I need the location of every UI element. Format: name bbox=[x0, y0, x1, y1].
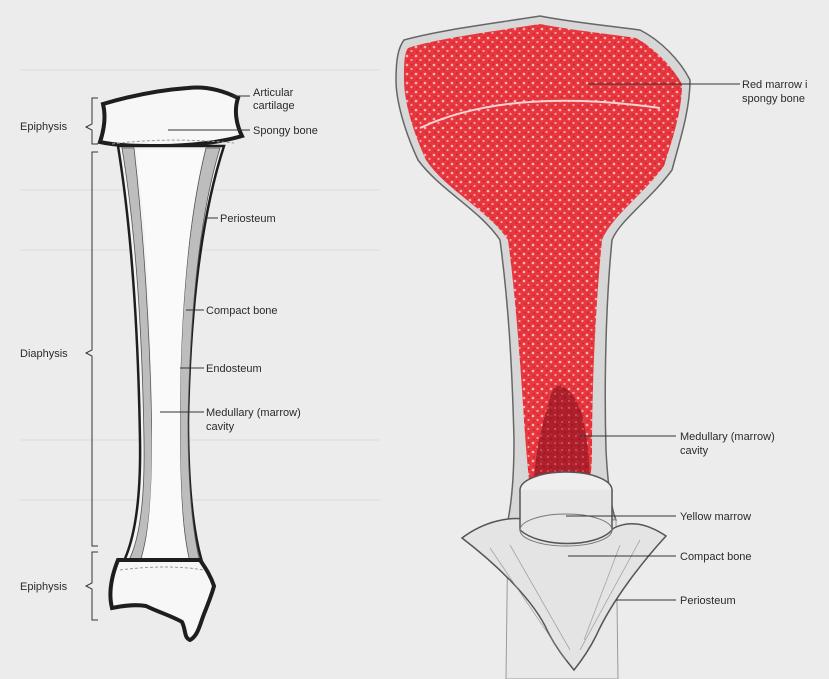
bracket-epiphysis-bottom bbox=[86, 552, 98, 620]
label-red-marrow-1: Red marrow i bbox=[742, 79, 807, 91]
label-medullary-1: Medullary (marrow) bbox=[206, 407, 301, 419]
label-periosteum: Periosteum bbox=[220, 213, 276, 225]
long-bone-figure: Epiphysis Diaphysis Epiphysis Articular … bbox=[20, 87, 318, 640]
label-epiphysis-top: Epiphysis bbox=[20, 121, 68, 133]
bone-cross-section-figure: Red marrow i spongy bone Medullary (marr… bbox=[396, 16, 807, 679]
red-marrow-region bbox=[404, 24, 682, 490]
label-compact-bone: Compact bone bbox=[206, 305, 278, 317]
label-medullary-right-1: Medullary (marrow) bbox=[680, 431, 775, 443]
proximal-epiphysis bbox=[100, 87, 242, 146]
label-medullary-2: cavity bbox=[206, 421, 235, 433]
distal-epiphysis bbox=[110, 560, 214, 640]
label-articular-cartilage-2: cartilage bbox=[253, 100, 295, 112]
label-epiphysis-bottom: Epiphysis bbox=[20, 581, 68, 593]
label-periosteum-right: Periosteum bbox=[680, 595, 736, 607]
label-red-marrow-2: spongy bone bbox=[742, 93, 805, 105]
bracket-epiphysis-top bbox=[86, 98, 98, 144]
label-spongy-bone: Spongy bone bbox=[253, 125, 318, 137]
label-medullary-right-2: cavity bbox=[680, 445, 709, 457]
bracket-diaphysis bbox=[86, 152, 98, 546]
label-yellow-marrow: Yellow marrow bbox=[680, 511, 751, 523]
label-endosteum: Endosteum bbox=[206, 363, 262, 375]
label-diaphysis: Diaphysis bbox=[20, 348, 68, 360]
label-compact-bone-right: Compact bone bbox=[680, 551, 752, 563]
label-articular-cartilage-1: Articular bbox=[253, 87, 294, 99]
